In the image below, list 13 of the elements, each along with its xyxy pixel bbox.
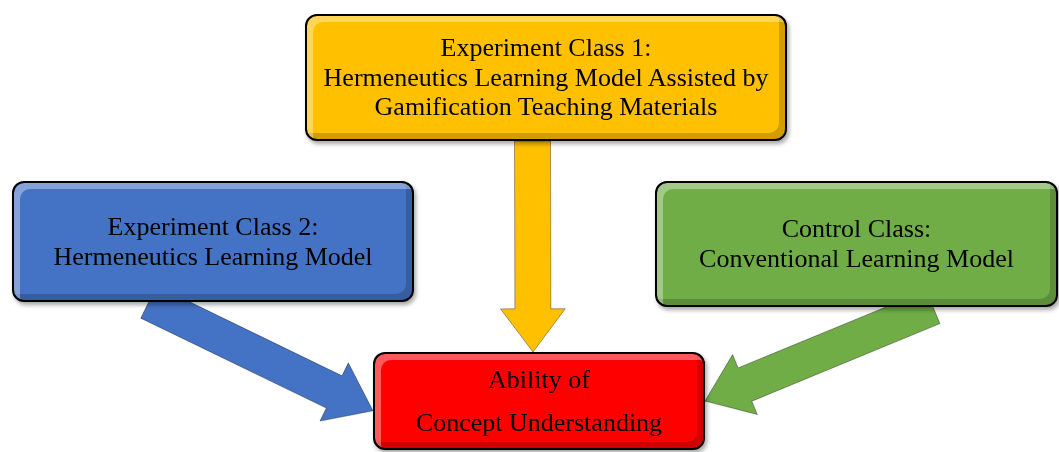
box-text: Hermeneutics Learning Model [53,241,373,272]
box-heading: Experiment Class 1: [440,32,652,63]
process-box [12,181,414,302]
box-text: Concept Understanding [415,407,663,438]
box-heading: Ability of [488,364,590,395]
process-box [373,352,705,450]
block-arrow [500,140,566,353]
box-text: Hermeneutics Learning Model Assisted by Gamification Teaching Materials [322,62,770,123]
box-text: Conventional Learning Model [699,244,1014,274]
process-box [655,181,1058,307]
box-heading: Experiment Class 2: [107,211,319,242]
box-heading: Control Class: [781,214,932,244]
process-box [305,14,787,141]
